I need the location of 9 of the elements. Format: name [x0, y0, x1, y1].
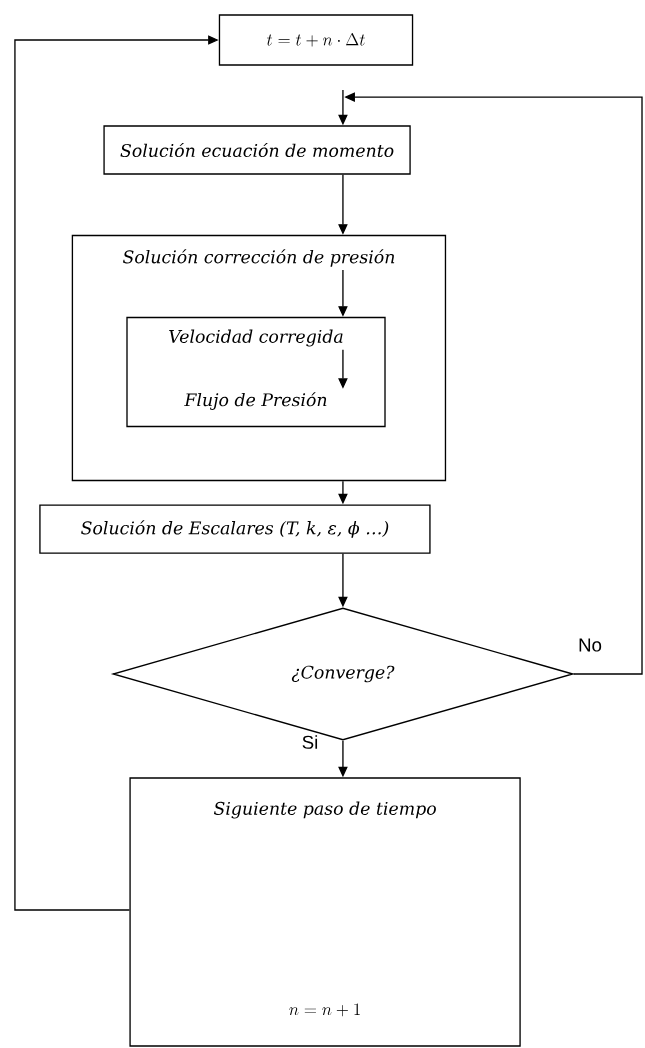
edge-label: Si — [300, 733, 320, 751]
edge-label: No — [576, 637, 604, 653]
process-box: Solución ecuación de momento — [103, 125, 411, 175]
inner-box — [126, 316, 386, 428]
step-text: Velocidad corregida — [169, 329, 343, 347]
process-box: Solución de Escalares (T, k, ε, ϕ …) — [39, 504, 431, 554]
process-box: Siguiente paso de tiempo $n = n + 1$ — [129, 777, 521, 1047]
step-text: Flujo de Presión — [184, 392, 327, 410]
process-box: $t = t + n \cdot \Delta t$ — [218, 14, 414, 66]
